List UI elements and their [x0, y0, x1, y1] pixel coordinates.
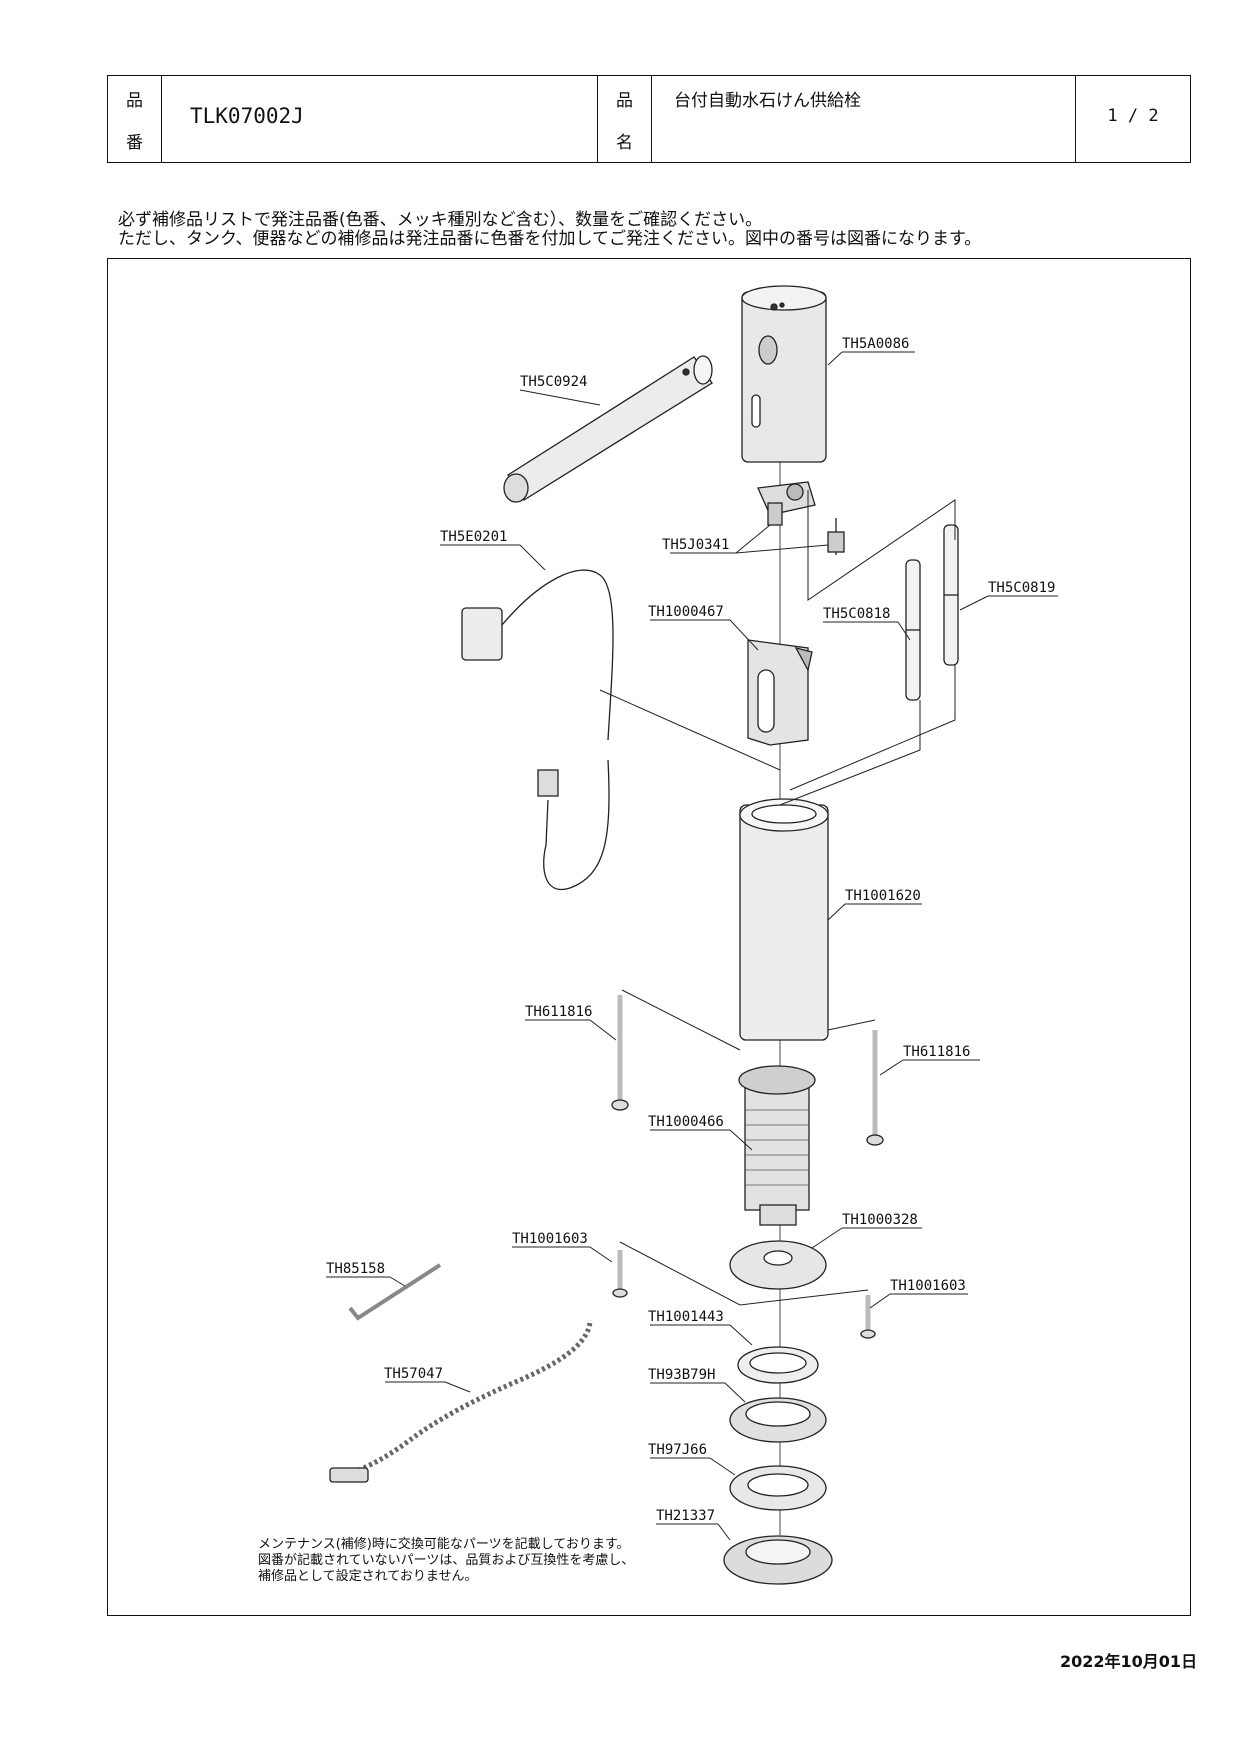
short-screws	[612, 1250, 876, 1339]
sensor-rod	[503, 355, 713, 503]
part-number: TLK07002J	[190, 104, 304, 128]
title-block: 品 番 TLK07002J 品 名 台付自動水石けん供給栓 1 / 2	[107, 75, 1191, 163]
part-label-th1000328: TH1000328	[842, 1212, 918, 1228]
product-name-label: 品 名	[598, 76, 652, 162]
part-label-th85158: TH85158	[326, 1261, 385, 1277]
mounting-nut	[738, 1065, 816, 1226]
diagram-frame	[107, 258, 1191, 1616]
issue-date: 2022年10月01日	[1060, 1652, 1198, 1671]
order-notice: 必ず補修品リストで発注品番(色番、メッキ種別など含む）、数量をご確認ください。 …	[118, 210, 982, 249]
part-label-th1000466: TH1000466	[648, 1114, 724, 1130]
battery-holder	[747, 639, 813, 746]
spout-head	[741, 285, 827, 463]
part-label-th1001603-left: TH1001603	[512, 1231, 588, 1247]
main-body	[739, 798, 829, 1041]
page-number: 1 / 2	[1107, 106, 1159, 126]
part-label-th1000467: TH1000467	[648, 604, 724, 620]
part-label-th93b79h: TH93B79H	[648, 1367, 715, 1383]
fixing-plate	[729, 1240, 827, 1290]
part-label-th1001603-right: TH1001603	[890, 1278, 966, 1294]
part-label-th5c0818: TH5C0818	[823, 606, 890, 622]
part-label-th5a0086: TH5A0086	[842, 336, 909, 352]
bracket	[757, 481, 845, 555]
part-label-th1001443: TH1001443	[648, 1309, 724, 1325]
part-label-th97j66: TH97J66	[648, 1442, 707, 1458]
rubber-washer	[737, 1346, 819, 1384]
hex-key	[348, 1263, 442, 1321]
product-name: 台付自動水石けん供給栓	[674, 91, 861, 111]
part-number-cell: TLK07002J	[162, 76, 598, 162]
part-label-th5j0341: TH5J0341	[662, 537, 729, 553]
leader-lines	[326, 351, 1058, 1541]
part-label-th57047: TH57047	[384, 1366, 443, 1382]
part-label-th611816-right: TH611816	[903, 1044, 970, 1060]
part-number-label: 品 番	[108, 76, 162, 162]
part-label-th21337: TH21337	[656, 1508, 715, 1524]
long-screws	[611, 995, 884, 1146]
batteries	[905, 524, 959, 701]
part-label-th5c0819: TH5C0819	[988, 580, 1055, 596]
lock-nut	[723, 1535, 833, 1585]
page-cell: 1 / 2	[1076, 76, 1190, 162]
product-name-cell: 台付自動水石けん供給栓	[652, 76, 1076, 162]
ball-chain	[329, 1319, 593, 1483]
part-label-th1001620: TH1001620	[845, 888, 921, 904]
maintenance-footnote: メンテナンス(補修)時に交換可能なパーツを記載しております。 図番が記載されてい…	[258, 1537, 635, 1584]
sensor-cable	[461, 569, 614, 891]
gasket	[729, 1397, 827, 1443]
packing-ring	[729, 1465, 827, 1511]
part-label-th5c0924: TH5C0924	[520, 374, 587, 390]
part-label-th611816-left: TH611816	[525, 1004, 592, 1020]
part-label-th5e0201: TH5E0201	[440, 529, 507, 545]
